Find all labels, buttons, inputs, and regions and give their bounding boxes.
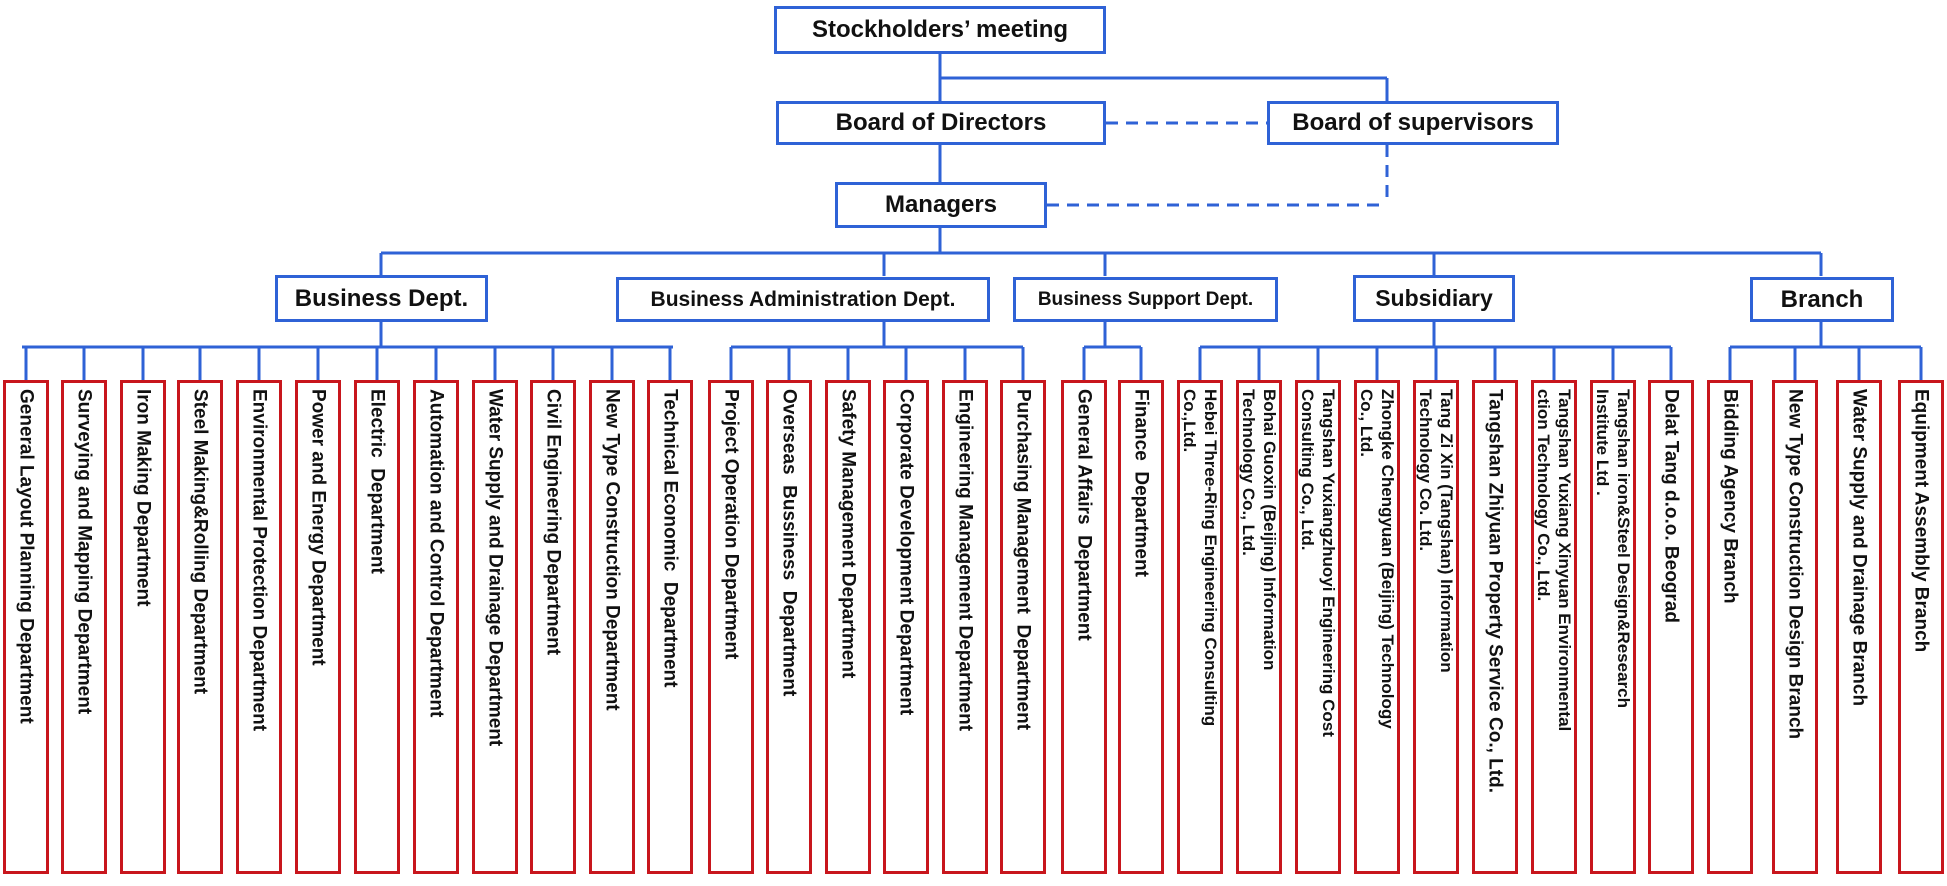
unit-label: Environmental Protection Department [248, 389, 270, 732]
unit-admin-2: Overseas Bussiness Department [766, 380, 812, 874]
unit-subsidiary-5: Tang Zi Xin (Tangshan) Information Techn… [1413, 380, 1459, 874]
unit-subsidiary-9: Delat Tang d.o.o. Beograd [1648, 380, 1694, 874]
unit-business-7: Electric Department [354, 380, 400, 874]
unit-support-1: General Affairs Department [1061, 380, 1107, 874]
unit-label: Hebei Three-Ring Engineering Consulting … [1180, 389, 1220, 727]
unit-label: Iron Making Department [132, 389, 154, 607]
unit-business-3: Iron Making Department [120, 380, 166, 874]
unit-subsidiary-7: Tangshan Yuxiang Xinyuan Environmental c… [1531, 380, 1577, 874]
unit-subsidiary-6: Tangshan Zhiyuan Property Service Co., L… [1472, 380, 1518, 874]
unit-branch-4: Equipment Assembly Branch [1898, 380, 1944, 874]
group-subsidiary: Subsidiary [1353, 275, 1515, 322]
stockholders-meeting-box: Stockholders’ meeting [774, 6, 1106, 54]
unit-label: Bohai Guoxin (Beijing) Information Techn… [1239, 389, 1279, 671]
unit-label: Equipment Assembly Branch [1910, 389, 1932, 653]
unit-label: Tangshan iron&Steel Design&Research Inst… [1593, 389, 1633, 708]
unit-label: Project Operation Department [720, 389, 742, 660]
unit-business-4: Steel Making&Rolling Department [177, 380, 223, 874]
unit-label: New Type Construction Department [601, 389, 623, 711]
unit-label: Delat Tang d.o.o. Beograd [1660, 389, 1682, 623]
unit-label: Automation and Control Department [425, 389, 447, 718]
unit-label: New Type Construction Design Branch [1784, 389, 1806, 740]
unit-business-12: Technical Economic Department [647, 380, 693, 874]
unit-business-9: Water Supply and Drainage Department [472, 380, 518, 874]
unit-label: Power and Energy Department [307, 389, 329, 666]
managers-box: Managers [835, 182, 1047, 228]
unit-label: Purchasing Management Department [1012, 389, 1034, 731]
group-business-admin-dept: Business Administration Dept. [616, 277, 990, 322]
unit-business-2: Surveying and Mapping Department [61, 380, 107, 874]
unit-admin-4: Corporate Development Department [883, 380, 929, 874]
unit-label: Water Supply and Drainage Department [484, 389, 506, 747]
unit-admin-1: Project Operation Department [708, 380, 754, 874]
unit-label: Tangshan Yuxiang Xinyuan Environmental c… [1534, 389, 1574, 732]
unit-label: Safety Management Department [837, 389, 859, 679]
unit-business-10: Civil Engineering Department [530, 380, 576, 874]
unit-label: Bidding Agency Branch [1719, 389, 1741, 604]
group-business-dept: Business Dept. [275, 275, 488, 322]
unit-label: Tang Zi Xin (Tangshan) Information Techn… [1416, 389, 1456, 673]
unit-label: Water Supply and Drainage Branch [1848, 389, 1870, 707]
group-business-support-dept: Business Support Dept. [1013, 277, 1278, 322]
unit-label: General Affairs Department [1073, 389, 1095, 641]
unit-support-2: Finance Department [1118, 380, 1164, 874]
unit-business-6: Power and Energy Department [295, 380, 341, 874]
unit-label: Corporate Development Department [895, 389, 917, 716]
board-of-supervisors-box: Board of supervisors [1267, 101, 1559, 145]
unit-subsidiary-4: Zhongke Chengyuan (Beijing) Technology C… [1354, 380, 1400, 874]
unit-label: Electric Department [366, 389, 388, 574]
unit-label: Finance Department [1130, 389, 1152, 577]
unit-subsidiary-2: Bohai Guoxin (Beijing) Information Techn… [1236, 380, 1282, 874]
unit-business-1: General Layout Planning Department [3, 380, 49, 874]
unit-subsidiary-1: Hebei Three-Ring Engineering Consulting … [1177, 380, 1223, 874]
unit-label: Zhongke Chengyuan (Beijing) Technology C… [1357, 389, 1397, 729]
unit-label: Tangshan Yuxiangzhuoyi Engineering Cost … [1298, 389, 1338, 737]
unit-label: Overseas Bussiness Department [778, 389, 800, 697]
unit-admin-5: Engineering Management Department [942, 380, 988, 874]
unit-branch-1: Bidding Agency Branch [1707, 380, 1753, 874]
unit-admin-3: Safety Management Department [825, 380, 871, 874]
unit-subsidiary-8: Tangshan iron&Steel Design&Research Inst… [1590, 380, 1636, 874]
unit-label: General Layout Planning Department [15, 389, 37, 724]
unit-business-5: Environmental Protection Department [236, 380, 282, 874]
unit-label: Engineering Management Department [954, 389, 976, 732]
unit-label: Technical Economic Department [659, 389, 681, 688]
unit-branch-2: New Type Construction Design Branch [1772, 380, 1818, 874]
unit-label: Tangshan Zhiyuan Property Service Co., L… [1484, 389, 1506, 794]
unit-label: Civil Engineering Department [542, 389, 564, 656]
unit-admin-6: Purchasing Management Department [1000, 380, 1046, 874]
board-of-directors-box: Board of Directors [776, 101, 1106, 145]
unit-branch-3: Water Supply and Drainage Branch [1836, 380, 1882, 874]
unit-subsidiary-3: Tangshan Yuxiangzhuoyi Engineering Cost … [1295, 380, 1341, 874]
unit-business-11: New Type Construction Department [589, 380, 635, 874]
unit-label: Surveying and Mapping Department [73, 389, 95, 715]
group-branch: Branch [1750, 277, 1894, 322]
unit-business-8: Automation and Control Department [413, 380, 459, 874]
unit-label: Steel Making&Rolling Department [189, 389, 211, 695]
